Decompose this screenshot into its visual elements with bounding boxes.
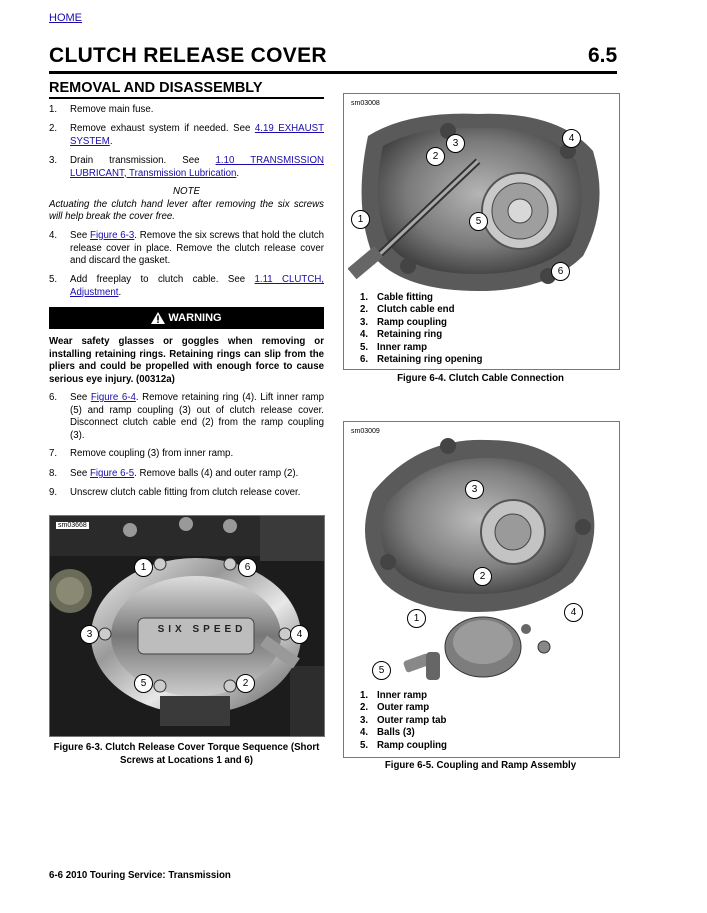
legend-item: 3.Ramp coupling — [360, 316, 447, 328]
warning-banner: WARNING — [49, 307, 324, 329]
callout: 3 — [465, 480, 484, 499]
step-9: 9. Unscrew clutch cable fitting from clu… — [49, 487, 324, 500]
clutch-adjustment-link[interactable]: 1.11 CLUTCH, Adjustment — [70, 274, 325, 298]
step-text: Remove exhaust system if needed. See — [70, 123, 255, 134]
home-link[interactable]: HOME — [49, 12, 82, 24]
callout: 5 — [134, 674, 153, 693]
figure-6-5-caption: Figure 6-5. Coupling and Ramp Assembly — [384, 760, 577, 771]
step-number: 4. — [49, 230, 58, 241]
legend-item: 1.Cable fitting — [360, 292, 433, 303]
step-number: 5. — [49, 274, 58, 285]
step-number: 7. — [49, 448, 58, 459]
callout: 1 — [407, 609, 426, 628]
step-number: 2. — [49, 123, 58, 134]
callout: 4 — [290, 625, 309, 644]
step-1: 1. Remove main fuse. — [49, 104, 324, 117]
step-7: 7. Remove coupling (3) from inner ramp. — [49, 448, 324, 461]
page-title: CLUTCH RELEASE COVER — [49, 44, 327, 67]
exhaust-system-link[interactable]: 4.19 EXHAUST SYSTEM — [70, 123, 324, 147]
warning-triangle-icon — [151, 312, 166, 324]
step-text: Drain transmission. See — [70, 155, 216, 166]
callout: 2 — [426, 147, 445, 166]
figure-6-3-image: SIX SPEED sm03668 1 6 3 4 5 2 — [49, 515, 325, 737]
step-3: 3. Drain transmission. See 1.10 TRANSMIS… — [49, 155, 324, 180]
step-text: . — [109, 135, 113, 147]
legend-item: 1.Inner ramp — [360, 690, 428, 701]
step-text: See — [70, 230, 91, 241]
callout: 1 — [134, 558, 153, 577]
page-footer: 6-6 2010 Touring Service: Transmission — [49, 870, 231, 881]
step-text: . — [118, 286, 122, 298]
legend-item: 2.Clutch cable end — [360, 304, 455, 316]
figure-6-5-link[interactable]: Figure 6-5 — [89, 468, 135, 479]
title-rule — [49, 71, 617, 74]
step-text: See — [70, 392, 91, 403]
step-4: 4. See Figure 6-3. Remove the six screws… — [49, 230, 324, 268]
step-number: 1. — [49, 104, 58, 115]
step-2: 2. Remove exhaust system if needed. See … — [49, 123, 324, 148]
step-text: . — [236, 167, 240, 179]
callout: 1 — [351, 210, 370, 229]
step-text: Add freeplay to clutch cable. See — [70, 274, 255, 285]
figure-6-3-link[interactable]: Figure 6-3 — [90, 230, 135, 241]
figure-6-4-caption: Figure 6-4. Clutch Cable Connection — [397, 373, 564, 384]
section-number: 6.5 — [588, 44, 618, 67]
callout: 6 — [551, 262, 570, 281]
figure-6-4-box: sm03008 3 4 2 1 5 6 1.Cable fitting 2.Cl… — [343, 93, 620, 370]
section-heading-rule — [49, 97, 324, 99]
callout: 6 — [238, 558, 257, 577]
figure-code: sm03668 — [56, 522, 89, 529]
callout: 5 — [372, 661, 391, 680]
callout: 2 — [473, 567, 492, 586]
callout: 3 — [446, 134, 465, 153]
section-heading: REMOVAL AND DISASSEMBLY — [49, 80, 263, 96]
figure-6-4-legend: 1.Cable fitting 2.Clutch cable end 3.Ram… — [360, 292, 482, 366]
callout: 4 — [564, 603, 583, 622]
callout: 3 — [80, 625, 99, 644]
step-text: . Remove retaining ring (4). Lift inner … — [70, 392, 324, 441]
note-text: Actuating the clutch hand lever after re… — [49, 199, 324, 223]
step-text: See — [70, 468, 90, 479]
step-6: 6. See Figure 6-4. Remove retaining ring… — [49, 392, 324, 442]
step-text: Remove coupling (3) from inner ramp. — [70, 448, 234, 459]
callout: 2 — [236, 674, 255, 693]
legend-item: 5.Inner ramp — [360, 341, 428, 353]
figure-6-5-box: sm03009 3 2 1 4 5 1.Inner ramp 2.Outer r… — [343, 421, 620, 758]
note-label: NOTE — [173, 186, 200, 197]
figure-6-4-link[interactable]: Figure 6-4 — [90, 392, 136, 403]
clutch-cable-connection-photo — [348, 113, 600, 291]
transmission-lubricant-link[interactable]: 1.10 TRANSMISSION LUBRICANT, Transmissio… — [70, 155, 324, 179]
warning-label: WARNING — [168, 312, 222, 324]
legend-item: 4.Balls (3) — [360, 727, 415, 739]
figure-code: sm03008 — [351, 100, 380, 107]
step-number: 3. — [49, 155, 58, 166]
legend-item: 5.Ramp coupling — [360, 739, 447, 751]
legend-item: 2.Outer ramp — [360, 702, 430, 714]
step-5: 5. Add freeplay to clutch cable. See 1.1… — [49, 274, 324, 299]
step-text: Unscrew clutch cable fitting from clutch… — [70, 487, 301, 498]
figure-6-3-caption: Figure 6-3. Clutch Release Cover Torque … — [53, 742, 320, 766]
legend-item: 3.Outer ramp tab — [360, 714, 447, 726]
step-8: 8. See Figure 6-5. Remove balls (4) and … — [49, 468, 324, 481]
step-text: . Remove balls (4) and outer ramp (2). — [134, 468, 299, 479]
coupling-ramp-assembly-photo — [365, 438, 595, 680]
step-text: . Remove the six screws that hold the cl… — [70, 230, 324, 267]
warning-text: Wear safety glasses or goggles when remo… — [49, 336, 324, 385]
figure-6-5-legend: 1.Inner ramp 2.Outer ramp 3.Outer ramp t… — [360, 690, 447, 752]
step-number: 8. — [49, 468, 58, 479]
step-text: Remove main fuse. — [70, 104, 154, 115]
figure-code: sm03009 — [351, 428, 380, 435]
legend-item: 4.Retaining ring — [360, 329, 443, 341]
step-number: 6. — [49, 392, 58, 403]
step-number: 9. — [49, 487, 58, 498]
callout: 4 — [562, 129, 581, 148]
callout: 5 — [469, 212, 488, 231]
legend-item: 6.Retaining ring opening — [360, 354, 483, 366]
cover-embossed-text: SIX SPEED — [157, 624, 247, 635]
